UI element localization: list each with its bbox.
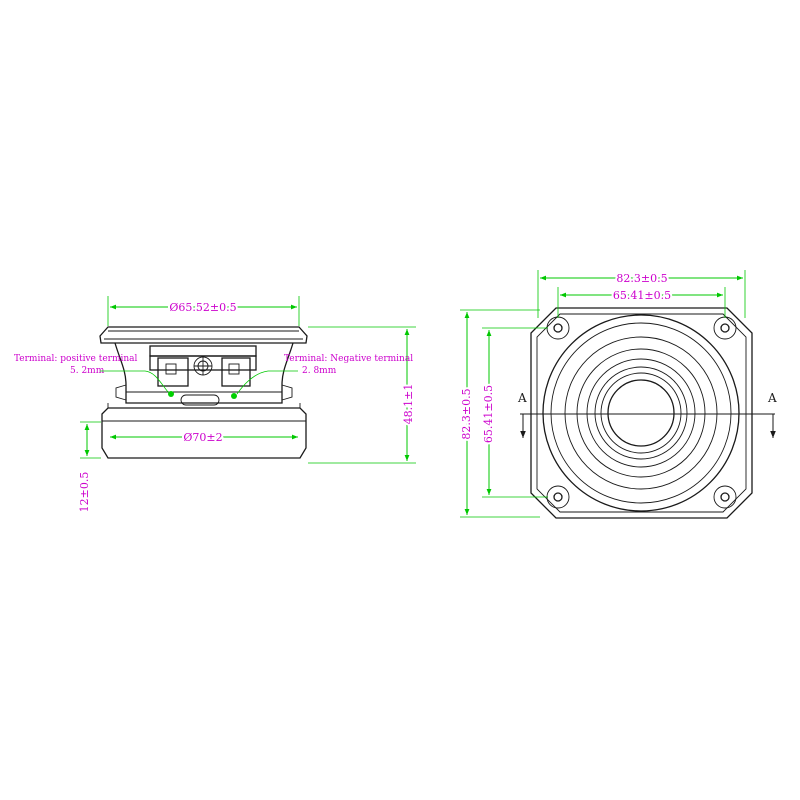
speaker-magnet (101, 407, 307, 459)
section-label-right: A (767, 391, 777, 405)
positive-terminal-dot (168, 391, 174, 397)
top-diameter-label: Ø65.52±0.5 (169, 301, 236, 314)
hole-spacing-height-label: 65.41±0.5 (482, 385, 495, 443)
negative-terminal-size: 2. 8mm (302, 366, 337, 376)
outer-surround (542, 314, 740, 512)
positive-terminal-size: 5. 2mm (70, 366, 105, 376)
front-view: A A 82.3±0.5 65.41±0.5 82.3±0.5 65.41±0.… (458, 270, 777, 519)
terminal-block (149, 345, 257, 406)
negative-terminal-label: Terminal: Negative terminal (284, 354, 413, 364)
section-label-left: A (517, 391, 527, 405)
negative-terminal-dot (231, 393, 237, 399)
base-diameter-label: Ø70±2 (183, 431, 222, 444)
speaker-basket (114, 342, 294, 404)
speaker-flange (99, 326, 308, 344)
positive-terminal-label: Terminal: positive terminal (14, 354, 138, 364)
overall-height-label: 48.1±1 (402, 384, 415, 425)
center-dust-cap (607, 379, 675, 447)
outer-width-label: 82.3±0.5 (616, 272, 667, 285)
base-height-label: 12±0.5 (78, 472, 91, 513)
frame-outline (530, 307, 753, 519)
side-view: Ø65.52±0.5 Ø70±2 48.1±1 12±0.5 Terminal:… (14, 296, 417, 514)
outer-height-label: 82.3±0.5 (460, 388, 473, 439)
hole-spacing-width-label: 65.41±0.5 (613, 289, 671, 302)
mounting-holes (546, 316, 737, 509)
